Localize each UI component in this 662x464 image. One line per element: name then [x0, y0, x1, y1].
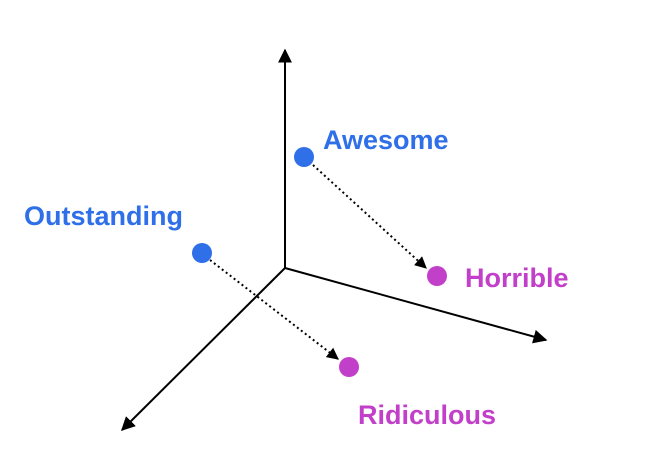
word-points — [192, 147, 447, 377]
label-outstanding: Outstanding — [24, 201, 183, 231]
label-ridiculous: Ridiculous — [358, 400, 496, 430]
point-horrible — [427, 266, 447, 286]
point-ridiculous — [339, 357, 359, 377]
arrow-outstanding-to-ridiculous — [209, 259, 339, 360]
point-outstanding — [192, 243, 212, 263]
label-awesome: Awesome — [323, 125, 449, 155]
label-horrible: Horrible — [465, 263, 569, 293]
arrow-awesome-to-horrible — [312, 164, 427, 269]
axis-right — [284, 267, 548, 344]
mapping-arrows — [209, 164, 427, 360]
axes — [121, 48, 548, 431]
axis-left-down — [121, 267, 286, 431]
point-awesome — [294, 147, 314, 167]
word-labels: Awesome Outstanding Horrible Ridiculous — [24, 125, 569, 430]
